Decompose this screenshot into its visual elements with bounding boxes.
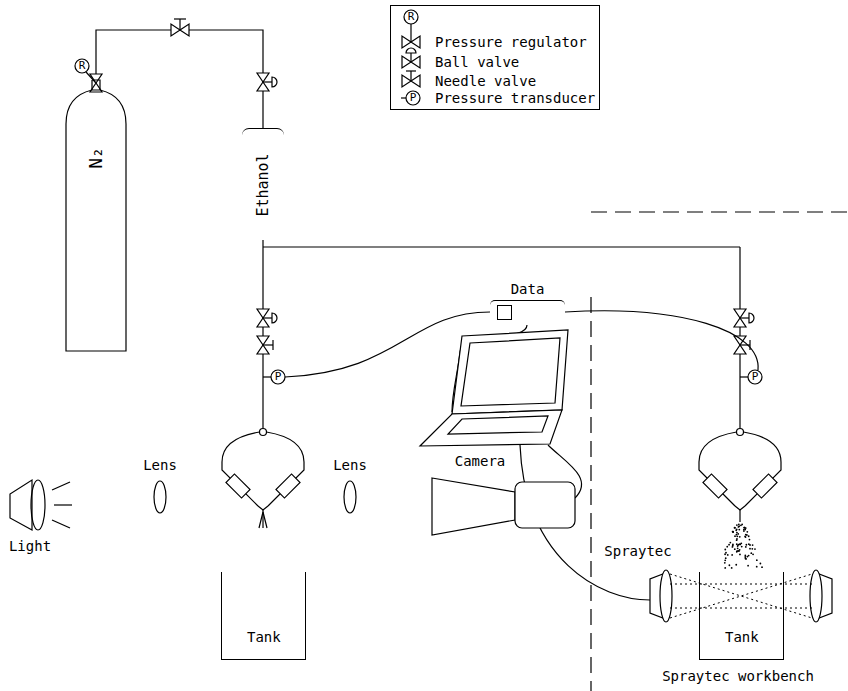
spraytec-optics [650, 570, 832, 622]
legend-text: Needle valve [435, 74, 536, 89]
component-label: Light [9, 539, 51, 554]
component-label: Camera [455, 454, 506, 469]
legend-text: Pressure regulator [435, 35, 587, 50]
symbol-letter: P [275, 371, 282, 383]
node-text: N₂ [86, 147, 106, 169]
injector-right [699, 429, 781, 523]
legend-text: Ball valve [435, 55, 519, 70]
supply-valves [75, 19, 277, 92]
spray-droplets [724, 523, 763, 568]
symbol-letter: R [79, 60, 86, 72]
data-acquisition: Data [490, 300, 565, 325]
gas-cylinder: N₂ [65, 80, 127, 352]
node-text: Ethanol [255, 153, 272, 216]
symbol-letter: R [408, 11, 415, 23]
ethanol-vessel: Ethanol [242, 128, 284, 240]
signal-wires [285, 311, 758, 600]
lens [344, 481, 356, 513]
node-text: Data [511, 282, 545, 297]
component-label: Spraytec [604, 544, 671, 559]
legend-text: Pressure transducer [435, 91, 595, 106]
workbench-boundary [591, 212, 848, 691]
symbol-letter: P [410, 92, 417, 104]
node-text: Tank [725, 630, 759, 645]
collection-tank: Tank [699, 572, 784, 660]
node-text: Tank [247, 630, 281, 645]
feed-lines [257, 240, 762, 428]
component-label: Lens [143, 458, 177, 473]
laptop [420, 330, 568, 446]
cylinder-outline [65, 80, 127, 352]
legend-samples [401, 10, 420, 105]
injector-left [222, 429, 304, 529]
area-label: Spraytec workbench [662, 669, 814, 684]
light-source [10, 480, 72, 530]
lens [154, 481, 166, 513]
supply-pipe [96, 30, 263, 128]
symbol-letter: P [752, 371, 759, 383]
camera [432, 478, 575, 535]
legend-box: Pressure regulatorBall valveNeedle valve… [390, 5, 600, 110]
data-screen [497, 305, 512, 320]
component-label: Lens [333, 458, 367, 473]
collection-tank: Tank [221, 572, 306, 660]
